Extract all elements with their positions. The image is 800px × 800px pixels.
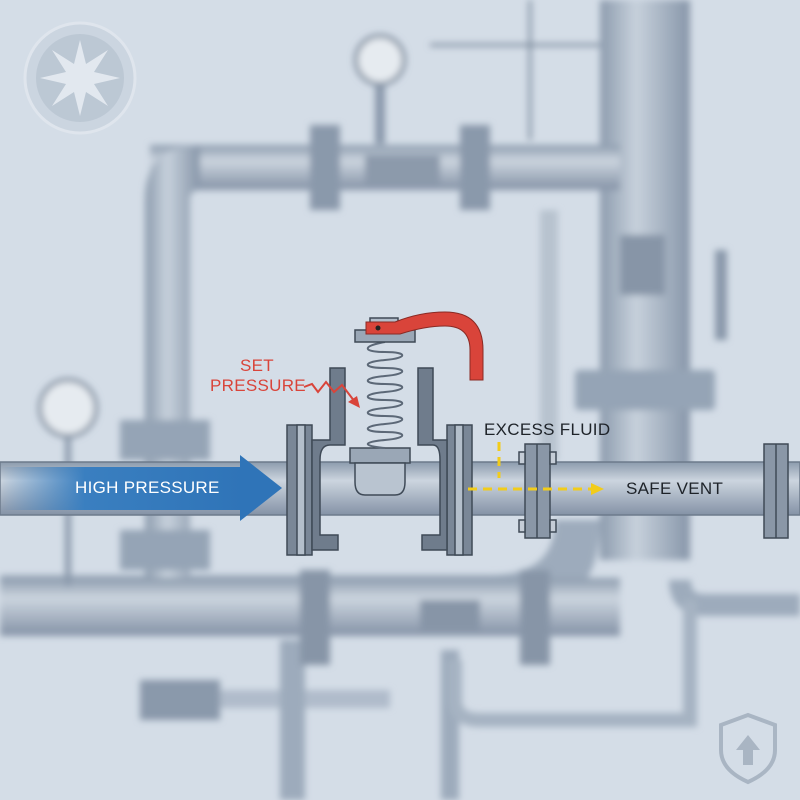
- set-pressure-pointer: [303, 380, 360, 408]
- lever-handle: [365, 311, 484, 381]
- excess-flow-arrowhead: [591, 483, 604, 495]
- excess-fluid-label: EXCESS FLUID: [484, 420, 611, 439]
- set-pressure-label-line1: SET: [240, 356, 274, 375]
- high-pressure-arrow: [0, 455, 282, 521]
- shield-arrow-up-icon: [719, 712, 777, 785]
- excess-fluid-flow: [468, 442, 592, 491]
- spring: [366, 341, 404, 449]
- safe-vent-label: SAFE VENT: [626, 479, 724, 498]
- far-flange: [763, 443, 789, 539]
- relief-valve: [286, 317, 473, 556]
- burst-logo-icon: [23, 21, 137, 135]
- set-pressure-label-line2: PRESSURE: [210, 376, 306, 395]
- high-pressure-label: HIGH PRESSURE: [75, 478, 220, 497]
- downstream-flange: [518, 443, 557, 539]
